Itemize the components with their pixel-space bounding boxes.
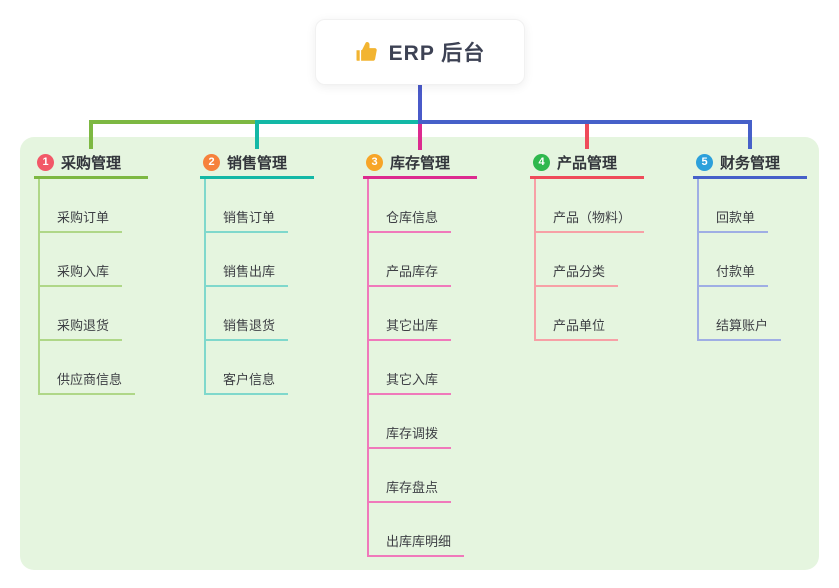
branch-number-badge: 3 <box>366 153 383 171</box>
mindmap-node[interactable]: 回款单 <box>699 179 769 233</box>
mindmap-node[interactable]: 采购入库 <box>40 233 123 287</box>
branch-node-label: 库存管理 <box>390 154 451 172</box>
children-group: 产品（物料） 产品分类 产品单位 <box>534 179 645 341</box>
mindmap-node[interactable]: 产品库存 <box>369 233 452 287</box>
branch-node-sales[interactable]: 2 销售管理 <box>200 148 314 179</box>
branch-node-product[interactable]: 4 产品管理 <box>530 148 644 179</box>
branch-node-label: 销售管理 <box>227 154 288 172</box>
mindmap-node[interactable]: 供应商信息 <box>40 341 136 395</box>
mindmap-node[interactable]: 销售退货 <box>206 287 289 341</box>
mindmap-node[interactable]: 其它出库 <box>369 287 452 341</box>
mindmap-node[interactable]: 产品（物料） <box>536 179 645 233</box>
branch-column-product: 4 产品管理 产品（物料） 产品分类 产品单位 <box>530 148 645 341</box>
mindmap-node[interactable]: 库存盘点 <box>369 449 452 503</box>
children-group: 仓库信息 产品库存 其它出库 其它入库 库存调拨 库存盘点 出库库明细 <box>367 179 477 557</box>
mindmap-node[interactable]: 采购退货 <box>40 287 123 341</box>
mindmap-node[interactable]: 结算账户 <box>699 287 782 341</box>
branch-column-finance: 5 财务管理 回款单 付款单 结算账户 <box>693 148 807 341</box>
branch-node-label: 财务管理 <box>720 154 781 172</box>
canvas-panel <box>20 137 819 570</box>
branch-node-inventory[interactable]: 3 库存管理 <box>363 148 477 179</box>
mindmap-node[interactable]: 付款单 <box>699 233 769 287</box>
branch-column-inventory: 3 库存管理 仓库信息 产品库存 其它出库 其它入库 库存调拨 库存盘点 出库库… <box>363 148 477 557</box>
children-group: 回款单 付款单 结算账户 <box>697 179 807 341</box>
branch-node-purchase[interactable]: 1 采购管理 <box>34 148 148 179</box>
children-group: 销售订单 销售出库 销售退货 客户信息 <box>204 179 314 395</box>
children-group: 采购订单 采购入库 采购退货 供应商信息 <box>38 179 148 395</box>
mindmap-node[interactable]: 其它入库 <box>369 341 452 395</box>
branch-column-purchase: 1 采购管理 采购订单 采购入库 采购退货 供应商信息 <box>34 148 148 395</box>
mindmap-node[interactable]: 销售订单 <box>206 179 289 233</box>
mindmap-node[interactable]: 产品分类 <box>536 233 619 287</box>
branch-node-finance[interactable]: 5 财务管理 <box>693 148 807 179</box>
mindmap-node[interactable]: 客户信息 <box>206 341 289 395</box>
branch-number-badge: 5 <box>696 153 713 171</box>
branch-number-badge: 4 <box>533 153 550 171</box>
mindmap-node[interactable]: 销售出库 <box>206 233 289 287</box>
mindmap-node[interactable]: 出库库明细 <box>369 503 465 557</box>
mindmap-node[interactable]: 采购订单 <box>40 179 123 233</box>
branch-column-sales: 2 销售管理 销售订单 销售出库 销售退货 客户信息 <box>200 148 314 395</box>
branch-node-label: 产品管理 <box>557 154 618 172</box>
branch-number-badge: 2 <box>203 153 220 171</box>
branch-number-badge: 1 <box>37 153 54 171</box>
root-node-title: ERP 后台 <box>388 42 486 65</box>
thumbs-up-icon <box>355 40 379 64</box>
mindmap-node[interactable]: 仓库信息 <box>369 179 452 233</box>
mindmap-node[interactable]: 产品单位 <box>536 287 619 341</box>
mindmap-node[interactable]: 库存调拨 <box>369 395 452 449</box>
branch-node-label: 采购管理 <box>61 154 122 172</box>
root-node[interactable]: ERP 后台 <box>315 19 525 85</box>
